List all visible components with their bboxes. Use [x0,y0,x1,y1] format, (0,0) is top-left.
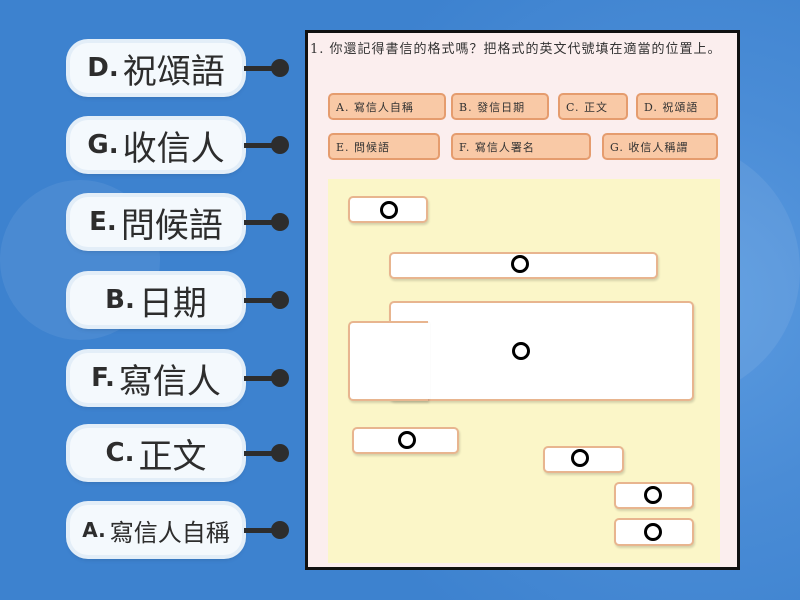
option-e: E. 問候語 [328,133,440,160]
option-g: G. 收信人稱謂 [602,133,718,160]
question-text: 1. 你還記得書信的格式嗎？把格式的英文代號填在適當的位置上。 [310,42,722,57]
label-text: 問候語 [120,205,223,246]
connector-line [244,528,278,533]
label-letter: G. [87,130,119,160]
draggable-label-e[interactable]: E.問候語 [70,197,242,247]
draggable-label-d[interactable]: D.祝頌語 [70,43,242,93]
drop-target[interactable] [644,486,662,504]
option-f: F. 寫信人署名 [451,133,591,160]
label-letter: C. [105,438,135,468]
drop-target[interactable] [380,201,398,219]
label-text: 祝頌語 [122,51,225,92]
draggable-label-b[interactable]: B.日期 [70,275,242,325]
draggable-label-f[interactable]: F.寫信人 [70,353,242,403]
connector-handle[interactable] [271,213,289,231]
draggable-label-a[interactable]: A.寫信人自稱 [70,505,242,555]
connector-line [244,143,278,148]
label-text: 收信人 [122,128,225,169]
draggable-label-g[interactable]: G.收信人 [70,120,242,170]
letter-format-image: 1. 你還記得書信的格式嗎？把格式的英文代號填在適當的位置上。 A. 寫信人自稱… [305,30,740,570]
connector-handle[interactable] [271,369,289,387]
label-letter: A. [82,518,106,542]
label-text: 正文 [138,436,207,477]
label-letter: B. [105,285,135,315]
option-d: D. 祝頌語 [636,93,718,120]
letter-paper [328,179,720,563]
option-a: A. 寫信人自稱 [328,93,446,120]
connector-handle[interactable] [271,59,289,77]
connector-line [244,298,278,303]
connector-handle[interactable] [271,136,289,154]
option-c: C. 正文 [558,93,628,120]
label-letter: F. [91,363,115,393]
connector-line [244,451,278,456]
draggable-label-c[interactable]: C.正文 [70,428,242,478]
drop-target[interactable] [511,255,529,273]
label-letter: D. [87,53,119,83]
drop-target[interactable] [512,342,530,360]
connector-handle[interactable] [271,521,289,539]
label-letter: E. [89,207,117,237]
connector-line [244,376,278,381]
connector-handle[interactable] [271,444,289,462]
label-text: 日期 [138,283,207,324]
label-text: 寫信人自稱 [109,518,230,547]
body-box-fill [390,323,430,399]
body-box [389,301,694,401]
drop-target[interactable] [571,449,589,467]
connector-handle[interactable] [271,291,289,309]
label-text: 寫信人 [118,361,221,402]
drop-target[interactable] [644,523,662,541]
connector-line [244,220,278,225]
connector-line [244,66,278,71]
option-b: B. 發信日期 [451,93,549,120]
drop-target[interactable] [398,431,416,449]
